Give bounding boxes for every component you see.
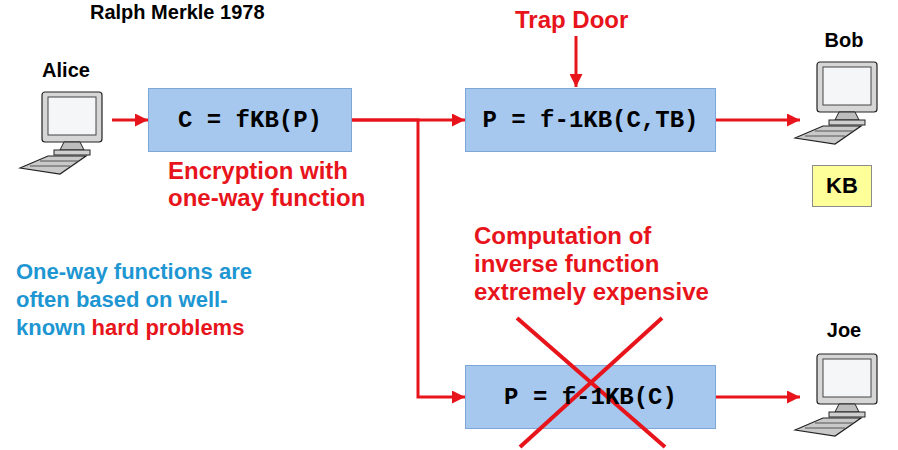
computer-node: Joe: [800, 318, 888, 440]
node-text: Joe: [827, 318, 861, 342]
node-text: P = f-1KB(C): [504, 384, 677, 411]
node-text: Bob: [825, 28, 864, 52]
computer-icon: [795, 62, 877, 144]
process-box: C = fKB(P): [148, 88, 352, 152]
computer-icon: [795, 354, 877, 436]
flow-arrow: [716, 396, 800, 399]
computer-icon: [20, 92, 102, 174]
annotation: Encryption with one-way function: [168, 157, 398, 211]
annotation: Computation of inverse function extremel…: [474, 222, 734, 306]
flow-arrow: [112, 119, 148, 122]
note-highlight: hard problems: [92, 315, 245, 340]
node-text: KB: [826, 173, 858, 199]
flow-arrow: [716, 119, 800, 122]
trapdoor-arrow: [575, 36, 578, 87]
process-box: P = f-1KB(C,TB): [465, 88, 716, 152]
trapdoor-label: Trap Door: [515, 6, 675, 34]
computer-node: Alice: [20, 58, 112, 178]
node-text: P = f-1KB(C,TB): [482, 107, 698, 134]
flow-arrow: [352, 120, 465, 397]
cross-out-line: [520, 318, 662, 447]
node-text: Alice: [42, 58, 90, 82]
note-group: One-way functions are often based on wel…: [16, 258, 301, 342]
computer-node: Bob: [800, 28, 888, 148]
author-note: Ralph Merkle 1978: [90, 0, 390, 24]
key-box: KB: [812, 165, 872, 207]
cross-out-line: [517, 318, 665, 447]
node-text: C = fKB(P): [178, 107, 322, 134]
process-box: P = f-1KB(C): [465, 365, 716, 429]
